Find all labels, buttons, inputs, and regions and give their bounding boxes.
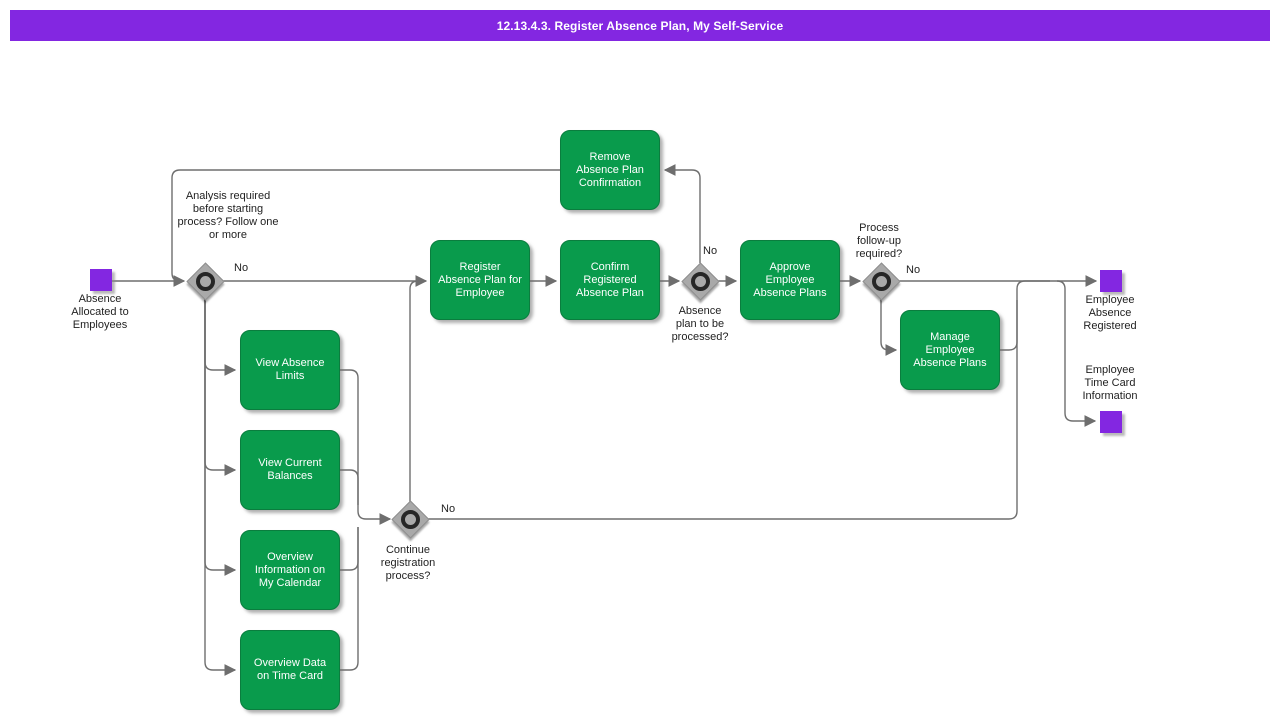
gateway-continue-registration-question: Continue registration process?	[380, 544, 436, 582]
activity-label: Approve Employee Absence Plans	[753, 260, 827, 299]
edge-analysis-to-timecard-overview	[204, 299, 237, 676]
edge-continue-up-merge	[409, 280, 422, 502]
edge-processplan-no-to-remove	[663, 164, 701, 263]
activity-label: View Current Balances	[258, 457, 322, 482]
activity-overview-data-time-card: Overview Data on Time Card	[240, 630, 340, 710]
gateway-absence-plan-processed	[681, 262, 720, 301]
gateway-analysis-question: Analysis required before starting proces…	[177, 190, 279, 241]
edge-viewbalances-merge	[340, 469, 359, 505]
activity-label: Overview Information on My Calendar	[254, 550, 326, 589]
gateway-process-followup-question: Process follow-up required?	[855, 222, 903, 260]
edge-viewlimits-to-continue	[340, 369, 392, 525]
activity-overview-information-my-calendar: Overview Information on My Calendar	[240, 530, 340, 610]
gateway-circle-icon	[195, 271, 215, 291]
activity-manage-employee-absence-plans: Manage Employee Absence Plans	[900, 310, 1000, 390]
activity-label: Overview Data on Time Card	[253, 657, 327, 682]
activity-view-current-balances: View Current Balances	[240, 430, 340, 510]
edge-analysis-to-viewlimits	[204, 299, 237, 376]
edge-manage-merge	[1000, 300, 1018, 351]
edge-analysis-to-viewbalances	[204, 299, 237, 476]
gateway-analysis-no-label: No	[234, 262, 249, 274]
diagram-title: 12.13.4.3. Register Absence Plan, My Sel…	[496, 18, 784, 33]
gateway-absence-plan-no-label: No	[703, 245, 718, 257]
gateway-circle-icon	[871, 271, 891, 291]
edge-calendar-merge	[340, 527, 359, 571]
end-event-timecard-information-label: Employee Time Card Information	[1082, 364, 1138, 402]
gateway-circle-icon	[690, 271, 710, 291]
start-event-label: Absence Allocated to Employees	[71, 293, 129, 331]
activity-label: Manage Employee Absence Plans	[913, 330, 987, 369]
start-event	[90, 269, 112, 291]
activity-label: View Absence Limits	[255, 357, 325, 382]
gateway-process-followup	[862, 262, 901, 301]
end-event-absence-registered-label: Employee Absence Registered	[1083, 294, 1137, 332]
activity-confirm-registered-absence-plan: Confirm Registered Absence Plan	[560, 240, 660, 320]
edge-timecardoverview-merge	[340, 527, 359, 671]
activity-remove-absence-plan-confirmation: Remove Absence Plan Confirmation	[560, 130, 660, 210]
end-event-absence-registered	[1100, 270, 1122, 292]
gateway-absence-plan-question: Absence plan to be processed?	[671, 305, 729, 343]
gateway-circle-icon	[400, 509, 420, 529]
activity-label: Remove Absence Plan Confirmation	[576, 150, 644, 189]
activity-view-absence-limits: View Absence Limits	[240, 330, 340, 410]
gateway-analysis-required	[186, 262, 225, 301]
activity-approve-employee-absence-plans: Approve Employee Absence Plans	[740, 240, 840, 320]
activity-register-absence-plan: Register Absence Plan for Employee	[430, 240, 530, 320]
edge-analysis-to-calendar	[204, 299, 237, 576]
activity-label: Register Absence Plan for Employee	[438, 260, 522, 299]
gateway-continue-registration-no-label: No	[441, 503, 456, 515]
gateway-continue-registration	[391, 500, 430, 539]
activity-label: Confirm Registered Absence Plan	[576, 260, 644, 299]
gateway-process-followup-no-label: No	[906, 264, 921, 276]
edge-followup-to-manage	[880, 299, 898, 356]
end-event-timecard-information	[1100, 411, 1122, 433]
diagram-title-bar: 12.13.4.3. Register Absence Plan, My Sel…	[10, 10, 1270, 41]
